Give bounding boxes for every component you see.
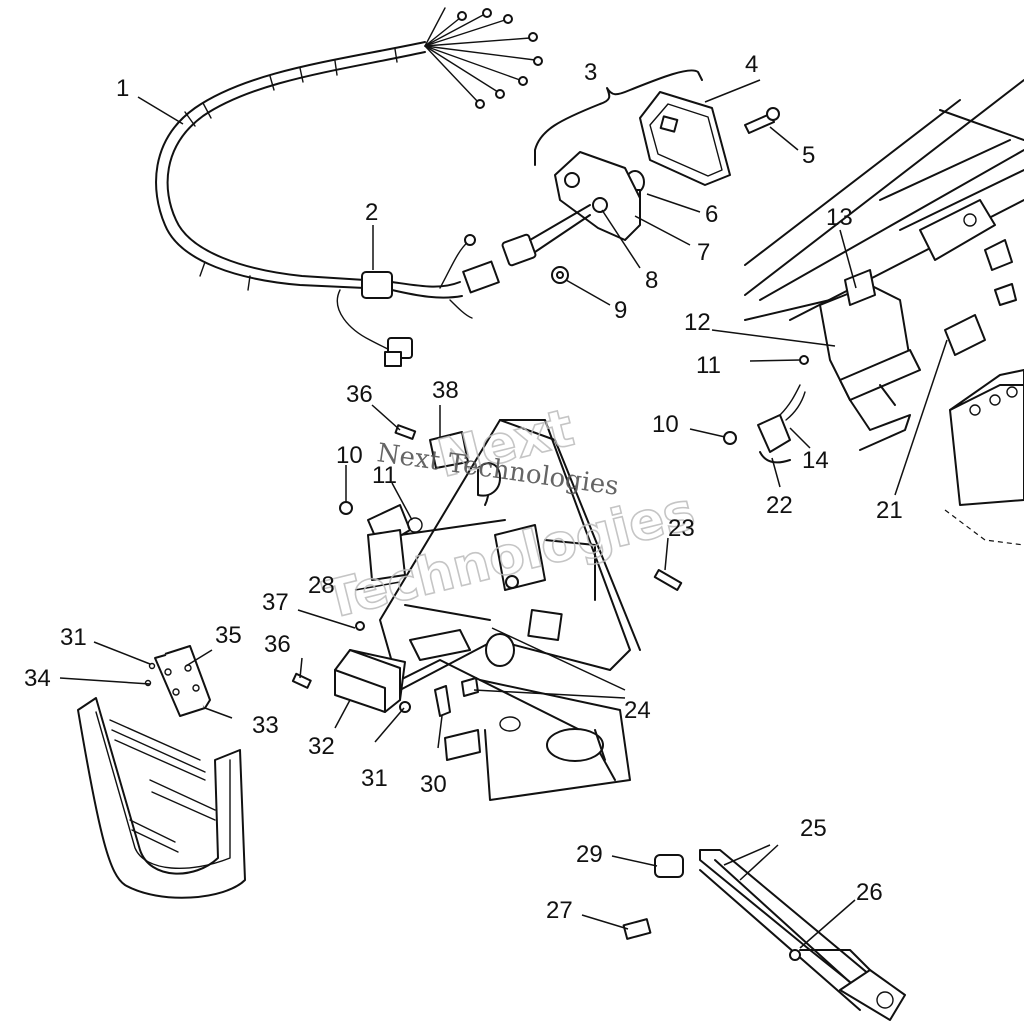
callout-35: 35 xyxy=(215,622,242,649)
callout-36a: 36 xyxy=(346,381,373,408)
callout-13: 13 xyxy=(826,204,853,231)
callout-7: 7 xyxy=(697,239,710,266)
callout-36b: 36 xyxy=(264,631,291,658)
callout-9: 9 xyxy=(614,297,627,324)
callout-21: 21 xyxy=(876,497,903,524)
fasteners xyxy=(291,424,683,713)
callout-5: 5 xyxy=(802,142,815,169)
callout-29: 29 xyxy=(576,841,603,868)
callout-27: 27 xyxy=(546,897,573,924)
lower-frame xyxy=(379,659,631,801)
battery-part-21 xyxy=(944,314,1024,546)
callout-38: 38 xyxy=(432,377,459,404)
clip-part-30 xyxy=(434,677,479,717)
callout-8: 8 xyxy=(645,267,658,294)
horn-parts-10-11 xyxy=(339,501,423,581)
callout-37: 37 xyxy=(262,589,289,616)
callout-14: 14 xyxy=(802,447,829,474)
rear-panel-part-28 xyxy=(379,419,641,691)
control-box-part-32 xyxy=(334,649,406,713)
relay-part-14 xyxy=(723,355,809,464)
leader-lines xyxy=(59,79,948,949)
callout-22: 22 xyxy=(766,492,793,519)
mud-flap xyxy=(77,697,246,899)
callout-6: 6 xyxy=(705,201,718,228)
mounting-bracket-part-12 xyxy=(819,269,921,451)
callout-28: 28 xyxy=(308,572,335,599)
tail-light-assembly-part-3 xyxy=(501,69,780,284)
callout-1: 1 xyxy=(116,75,129,102)
callout-12: 12 xyxy=(684,309,711,336)
callout-24: 24 xyxy=(624,697,651,724)
brake-switch-part-25 xyxy=(622,849,906,1021)
callout-4: 4 xyxy=(745,51,758,78)
callout-26: 26 xyxy=(856,879,883,906)
callout-11a: 11 xyxy=(372,462,397,489)
callout-10b: 10 xyxy=(652,411,679,438)
callout-30: 30 xyxy=(420,771,447,798)
callout-2: 2 xyxy=(365,199,378,226)
callout-10a: 10 xyxy=(336,442,363,469)
callouts: 1 2 3 4 5 6 7 8 9 10 11 12 13 14 21 22 2… xyxy=(24,51,903,924)
callout-11b: 11 xyxy=(696,352,721,379)
callout-34: 34 xyxy=(24,665,51,692)
callout-25: 25 xyxy=(800,815,827,842)
callout-33: 33 xyxy=(252,712,279,739)
sub-harness-part-2 xyxy=(336,234,500,367)
frame-rails xyxy=(744,79,1024,321)
bracket-part-38 xyxy=(429,431,501,497)
callout-31b: 31 xyxy=(361,765,388,792)
callout-31a: 31 xyxy=(60,624,87,651)
wiring-harness-part-1 xyxy=(155,7,543,291)
callout-23: 23 xyxy=(668,515,695,542)
callout-3: 3 xyxy=(584,59,597,86)
callout-32: 32 xyxy=(308,733,335,760)
